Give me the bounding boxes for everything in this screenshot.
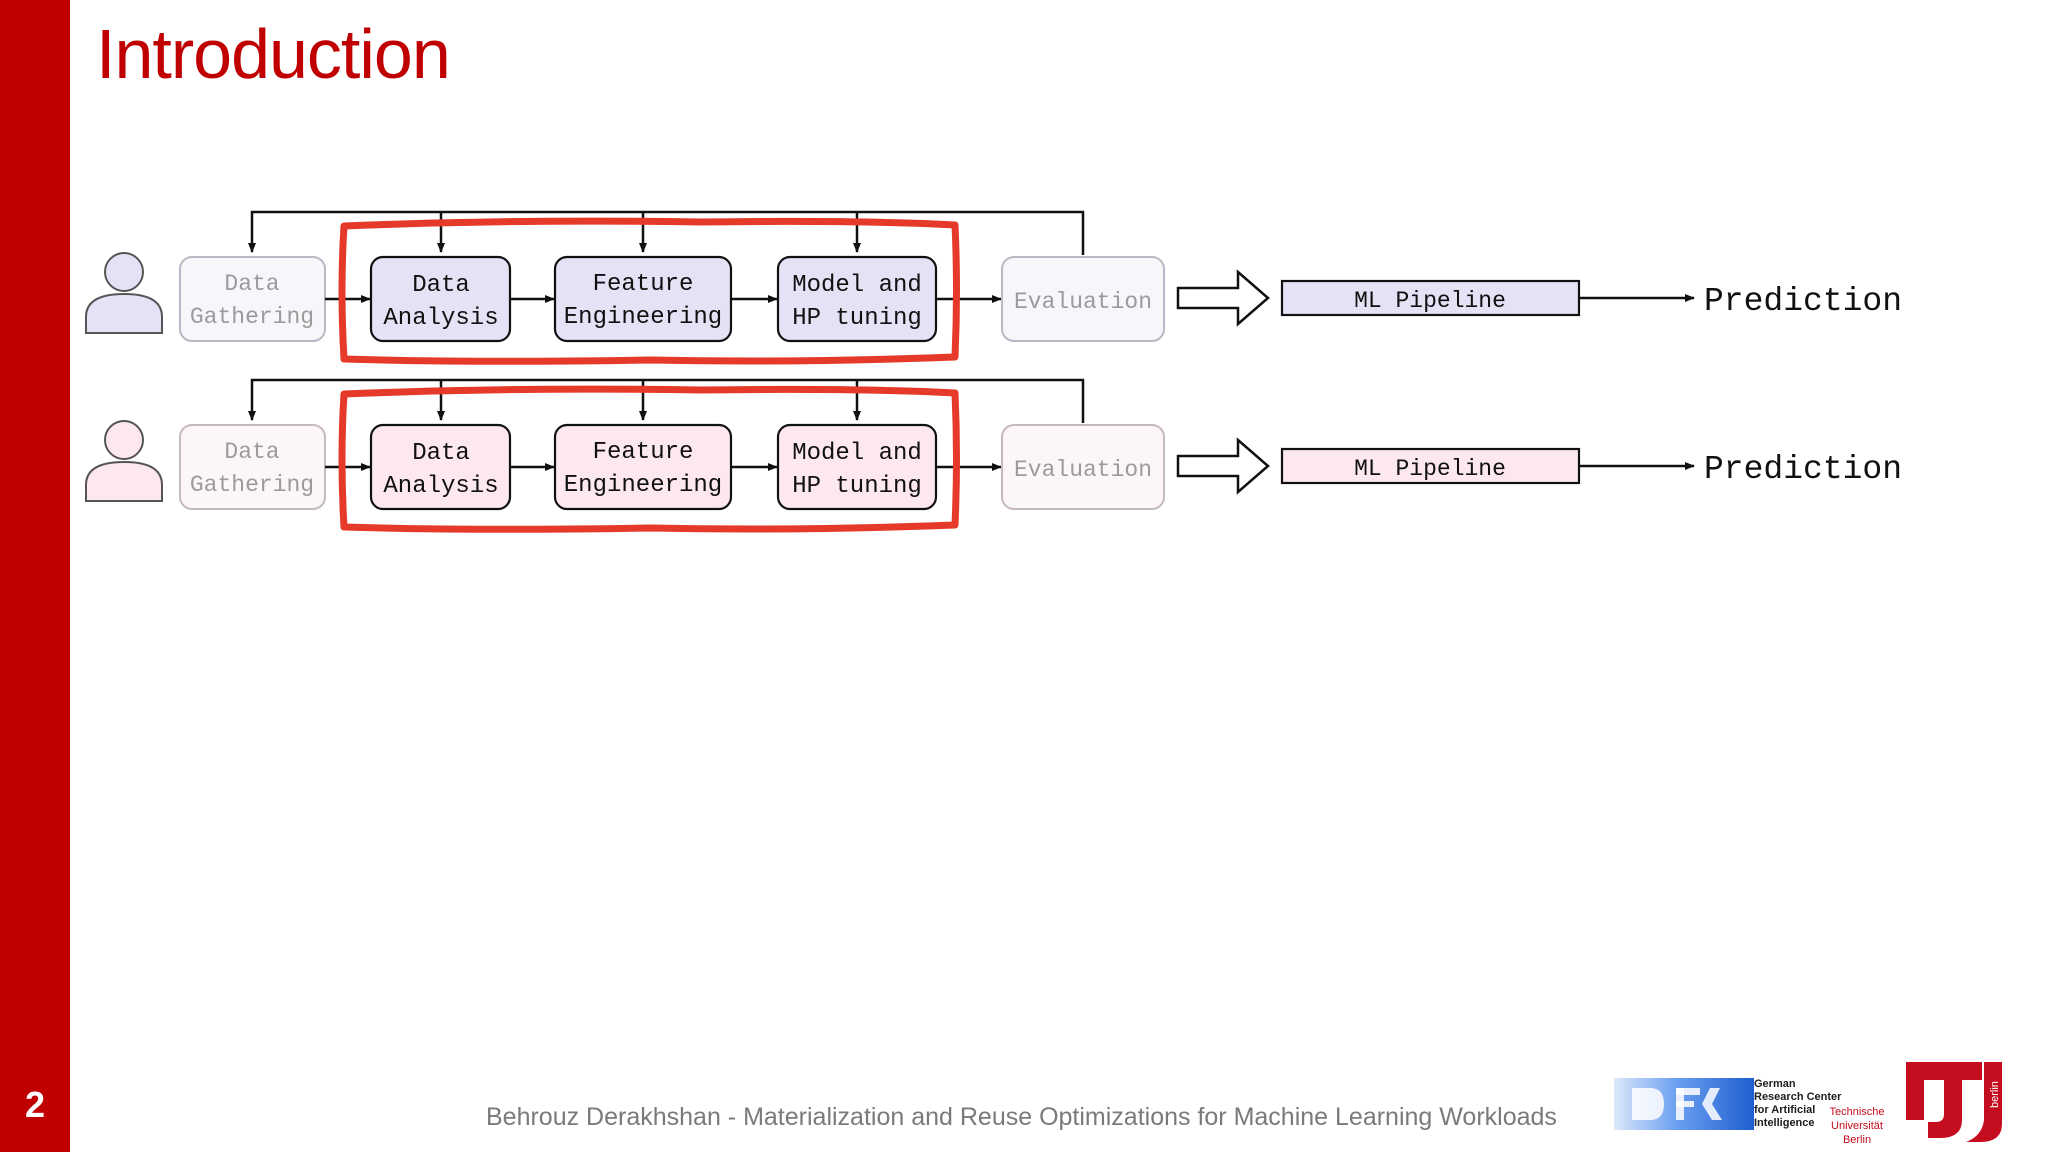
tu-text-line: Technische	[1829, 1106, 1884, 1118]
step-label-line: Gathering	[190, 472, 314, 498]
user-icon	[85, 420, 163, 502]
step-label-line: Data	[224, 271, 279, 297]
dfki-text-line: German	[1754, 1078, 1796, 1090]
slide-sidebar	[0, 0, 70, 1152]
page-number: 2	[24, 1084, 46, 1125]
step-label-line: Feature	[593, 439, 694, 466]
feedback-loop-line	[248, 210, 1085, 255]
step-label-line: Analysis	[383, 473, 498, 500]
step-label-line: Gathering	[190, 304, 314, 330]
prediction-label: Prediction	[1704, 283, 1902, 320]
step-label-line: Data	[224, 439, 279, 465]
prediction-label: Prediction	[1704, 451, 1902, 488]
tu-text-line: Universität	[1831, 1120, 1883, 1132]
step-label-line: Engineering	[564, 304, 722, 331]
dfki-text-line: Research Center	[1754, 1091, 1842, 1103]
dfki-text-line: Intelligence	[1754, 1117, 1815, 1129]
footer-logos: German Research Center for Artificial In…	[1614, 1062, 2002, 1146]
step-label-line: Model and	[792, 440, 922, 467]
step-label-line: Analysis	[383, 305, 498, 332]
workflow-row-2: Data Gathering Data Analysis Feature Eng…	[85, 378, 1902, 533]
tu-side-text: berlin	[1989, 1081, 2001, 1108]
step-label-line: Data	[412, 440, 470, 467]
workflow-row-1: Data Gathering Data Analysis Feature Eng…	[85, 210, 1902, 365]
step-evaluation	[1001, 256, 1165, 342]
step-label-line: HP tuning	[792, 473, 922, 500]
step-label-line: Model and	[792, 272, 922, 299]
step-label: Evaluation	[1014, 457, 1152, 483]
ml-pipeline-box	[1280, 447, 1581, 485]
ml-pipeline-label: ML Pipeline	[1354, 456, 1506, 482]
hollow-arrow-icon	[1176, 269, 1270, 327]
ml-pipeline-box	[1280, 279, 1581, 317]
step-label-line: Engineering	[564, 472, 722, 499]
user-icon	[85, 252, 163, 334]
step-label: Evaluation	[1014, 289, 1152, 315]
highlight-box	[338, 217, 960, 365]
ml-pipeline-label: ML Pipeline	[1354, 288, 1506, 314]
tu-berlin-logo: Technische Universität Berlin berlin	[1829, 1062, 2002, 1146]
dfki-text-line: for Artificial	[1754, 1104, 1815, 1116]
highlight-box	[338, 385, 960, 533]
feedback-loop-line	[248, 378, 1085, 423]
step-evaluation	[1001, 424, 1165, 510]
tu-text-line: Berlin	[1843, 1134, 1871, 1146]
step-label-line: Feature	[593, 271, 694, 298]
dfki-logo: German Research Center for Artificial In…	[1614, 1078, 1842, 1130]
step-label-line: HP tuning	[792, 305, 922, 332]
hollow-arrow-icon	[1176, 437, 1270, 495]
step-label-line: Data	[412, 272, 470, 299]
slide-title: Introduction	[96, 15, 451, 93]
slide-footer: Behrouz Derakhshan - Materialization and…	[486, 1103, 1557, 1131]
